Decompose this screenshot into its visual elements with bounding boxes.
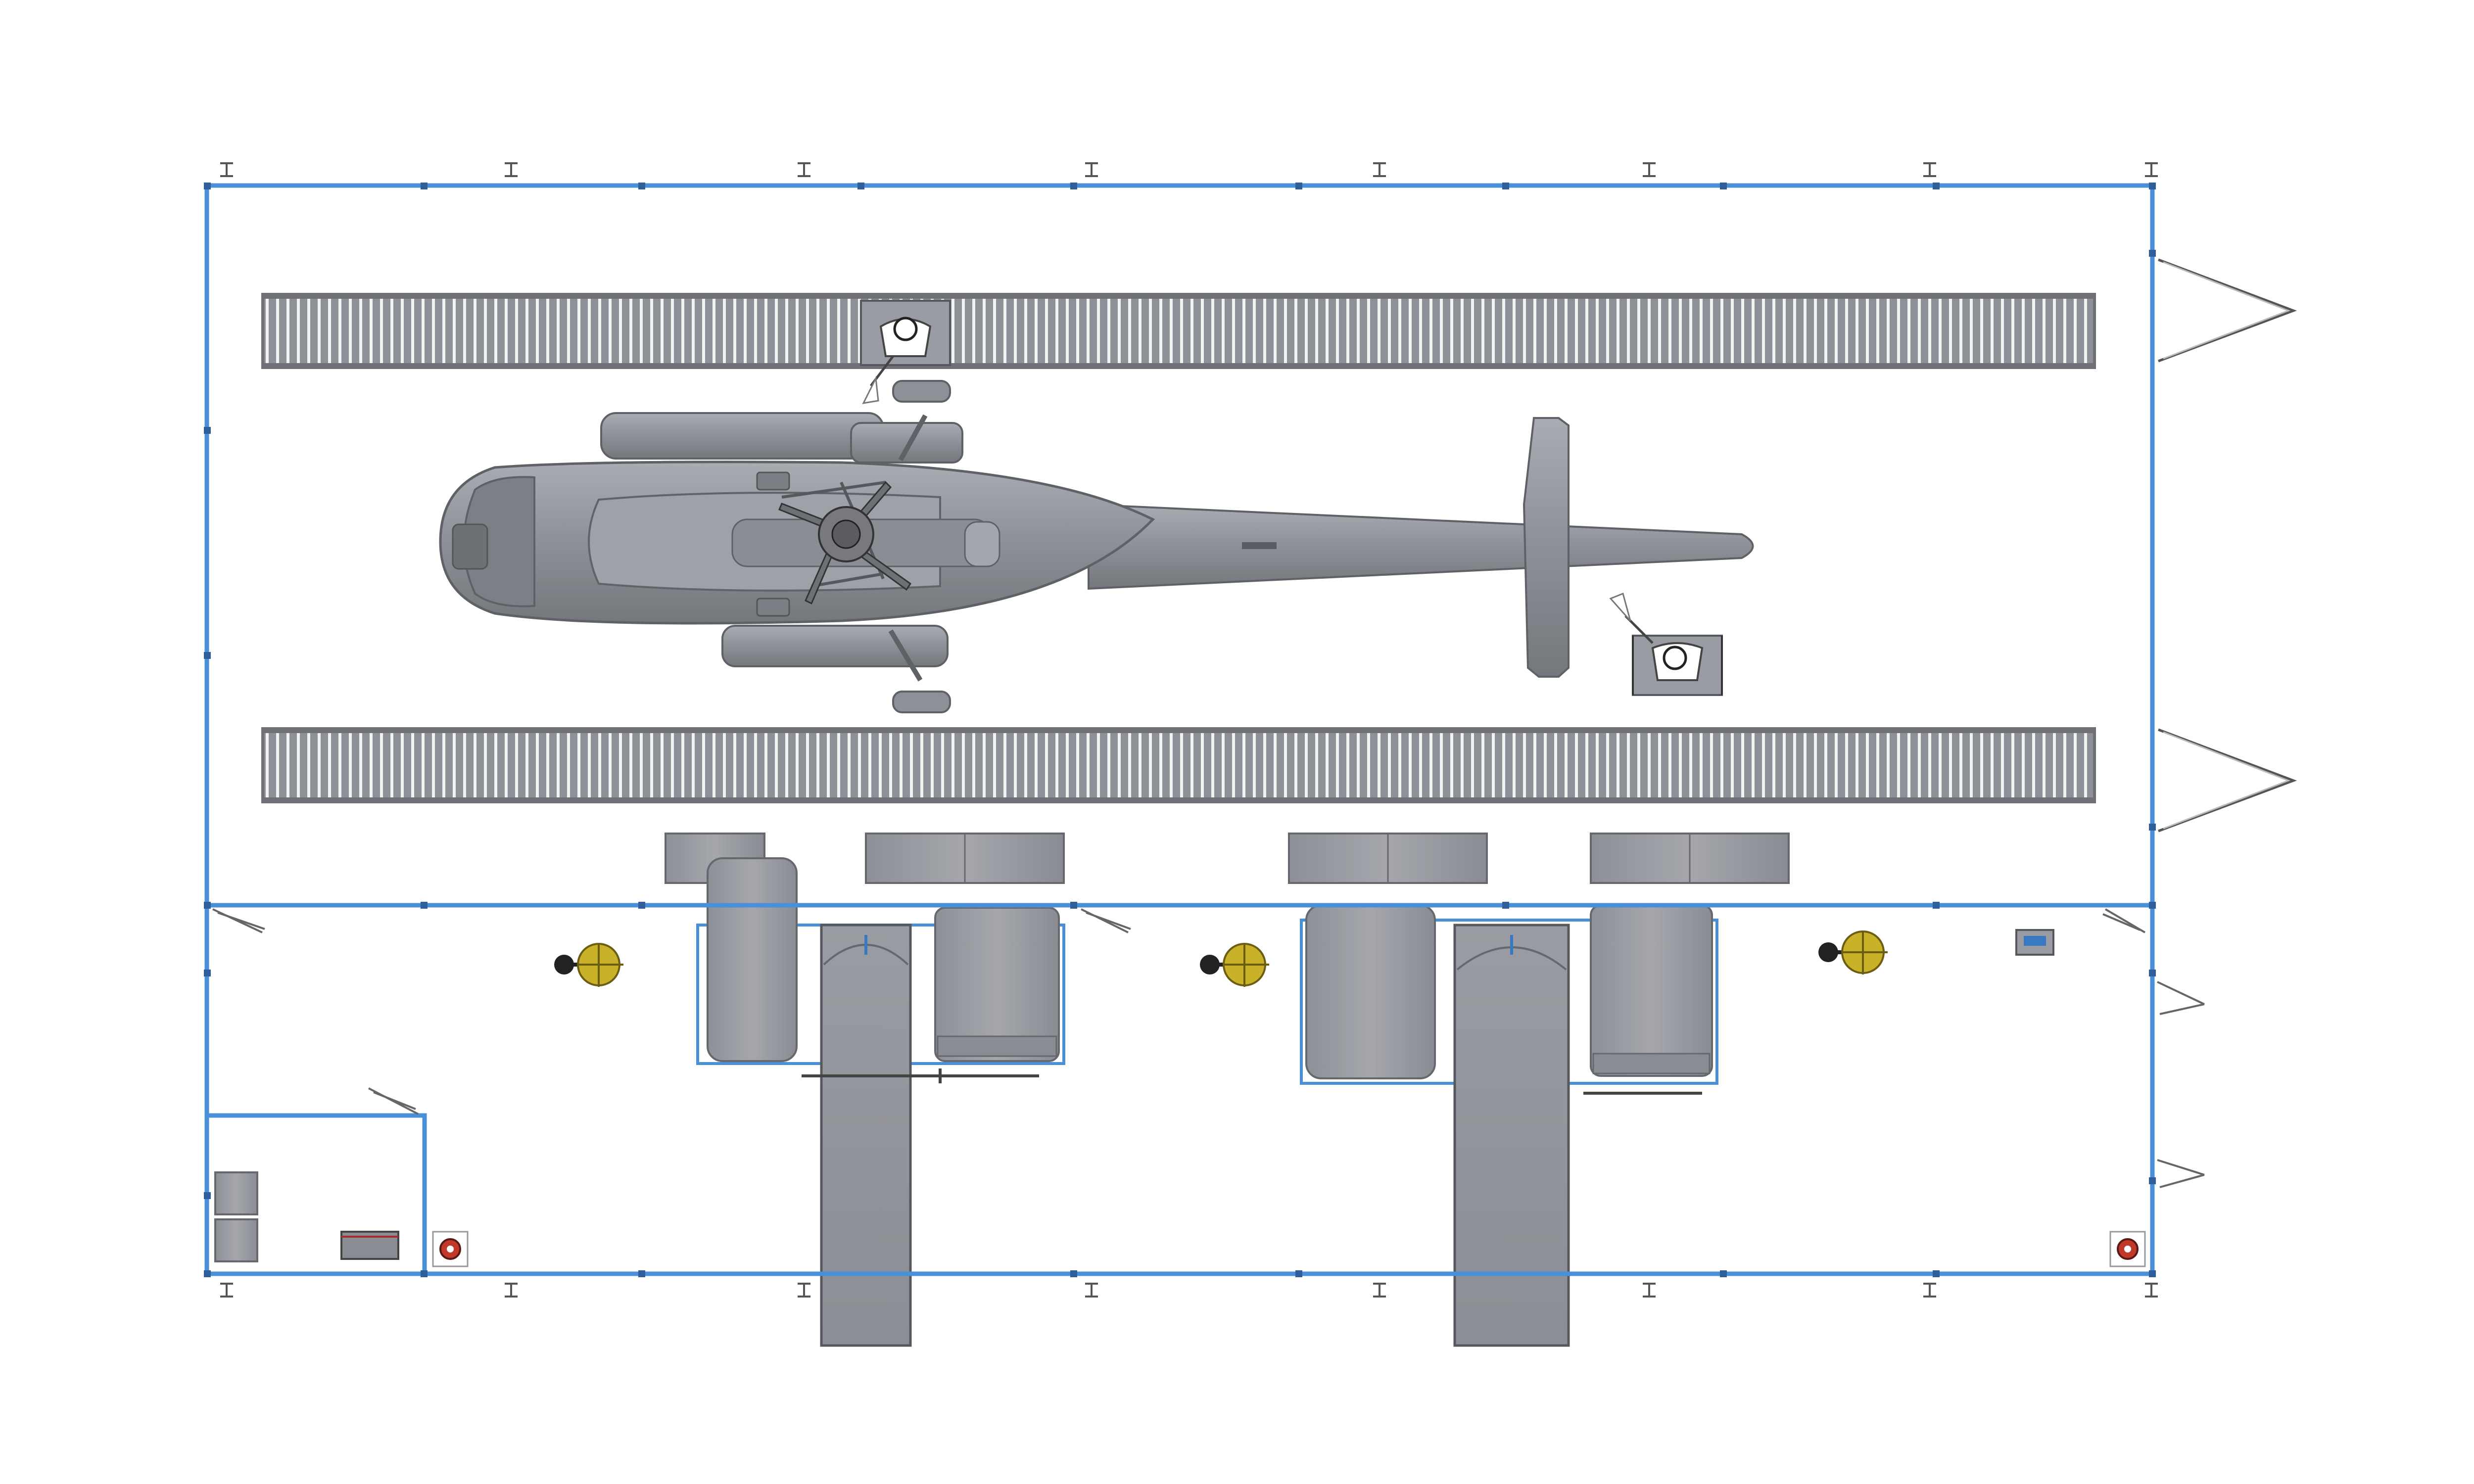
fire-extinguisher-icon [2117, 1238, 2139, 1260]
door-swing-icon [212, 908, 265, 933]
overhead-rail-bottom [261, 727, 2096, 803]
column-marker-icon [220, 1283, 233, 1298]
helicopter [439, 380, 1754, 713]
heater-1 [554, 943, 623, 987]
worker-top [860, 300, 951, 404]
fire-extinguisher-icon [439, 1238, 461, 1260]
door-swing-icon [368, 1087, 419, 1115]
heater-icon [554, 943, 623, 987]
doors [212, 908, 2205, 1188]
worker-icon [1609, 592, 1704, 681]
worker-icon [862, 317, 932, 404]
door-swing-icon [1081, 908, 1131, 933]
column-marker-icon [1643, 162, 1656, 177]
wall-markers [204, 183, 2156, 1277]
cabinet-row-2 [1288, 833, 1790, 884]
hangar-door-top [2158, 258, 2297, 363]
heater-2 [1200, 943, 1269, 987]
heater-icon [1818, 930, 1888, 974]
column-marker-icon [1373, 1283, 1386, 1298]
column-markers [220, 162, 2158, 1298]
column-marker-icon [798, 162, 810, 177]
column-marker-icon [798, 1283, 810, 1298]
column-marker-icon [505, 1283, 518, 1298]
hangar-door-middle [2158, 728, 2297, 833]
door-swing-icon [2102, 908, 2146, 933]
column-marker-icon [1085, 1283, 1098, 1298]
control-panel [2015, 929, 2054, 956]
heater-3 [1818, 930, 1888, 974]
helicopter-icon [439, 380, 1754, 713]
worker-tail [1609, 592, 1723, 696]
column-marker-icon [1923, 1283, 1936, 1298]
column-marker-icon [505, 162, 518, 177]
column-marker-icon [2145, 162, 2158, 177]
storage-room-equipment [214, 1171, 399, 1262]
rotor-hub [778, 481, 912, 605]
heater-icon [1200, 943, 1269, 987]
spray-booth-2 [1300, 904, 1718, 1347]
overhead-rail-top [261, 293, 2096, 369]
column-marker-icon [1923, 162, 1936, 177]
fire-extinguisher-right [2109, 1231, 2146, 1267]
fire-extinguisher-left [432, 1231, 469, 1267]
walls [204, 183, 2155, 1276]
column-marker-icon [1085, 162, 1098, 177]
door-swing-icon [2157, 981, 2205, 1015]
column-marker-icon [220, 162, 233, 177]
column-marker-icon [2145, 1283, 2158, 1298]
column-marker-icon [1373, 162, 1386, 177]
door-swing-icon [2157, 1159, 2205, 1188]
column-marker-icon [1643, 1283, 1656, 1298]
